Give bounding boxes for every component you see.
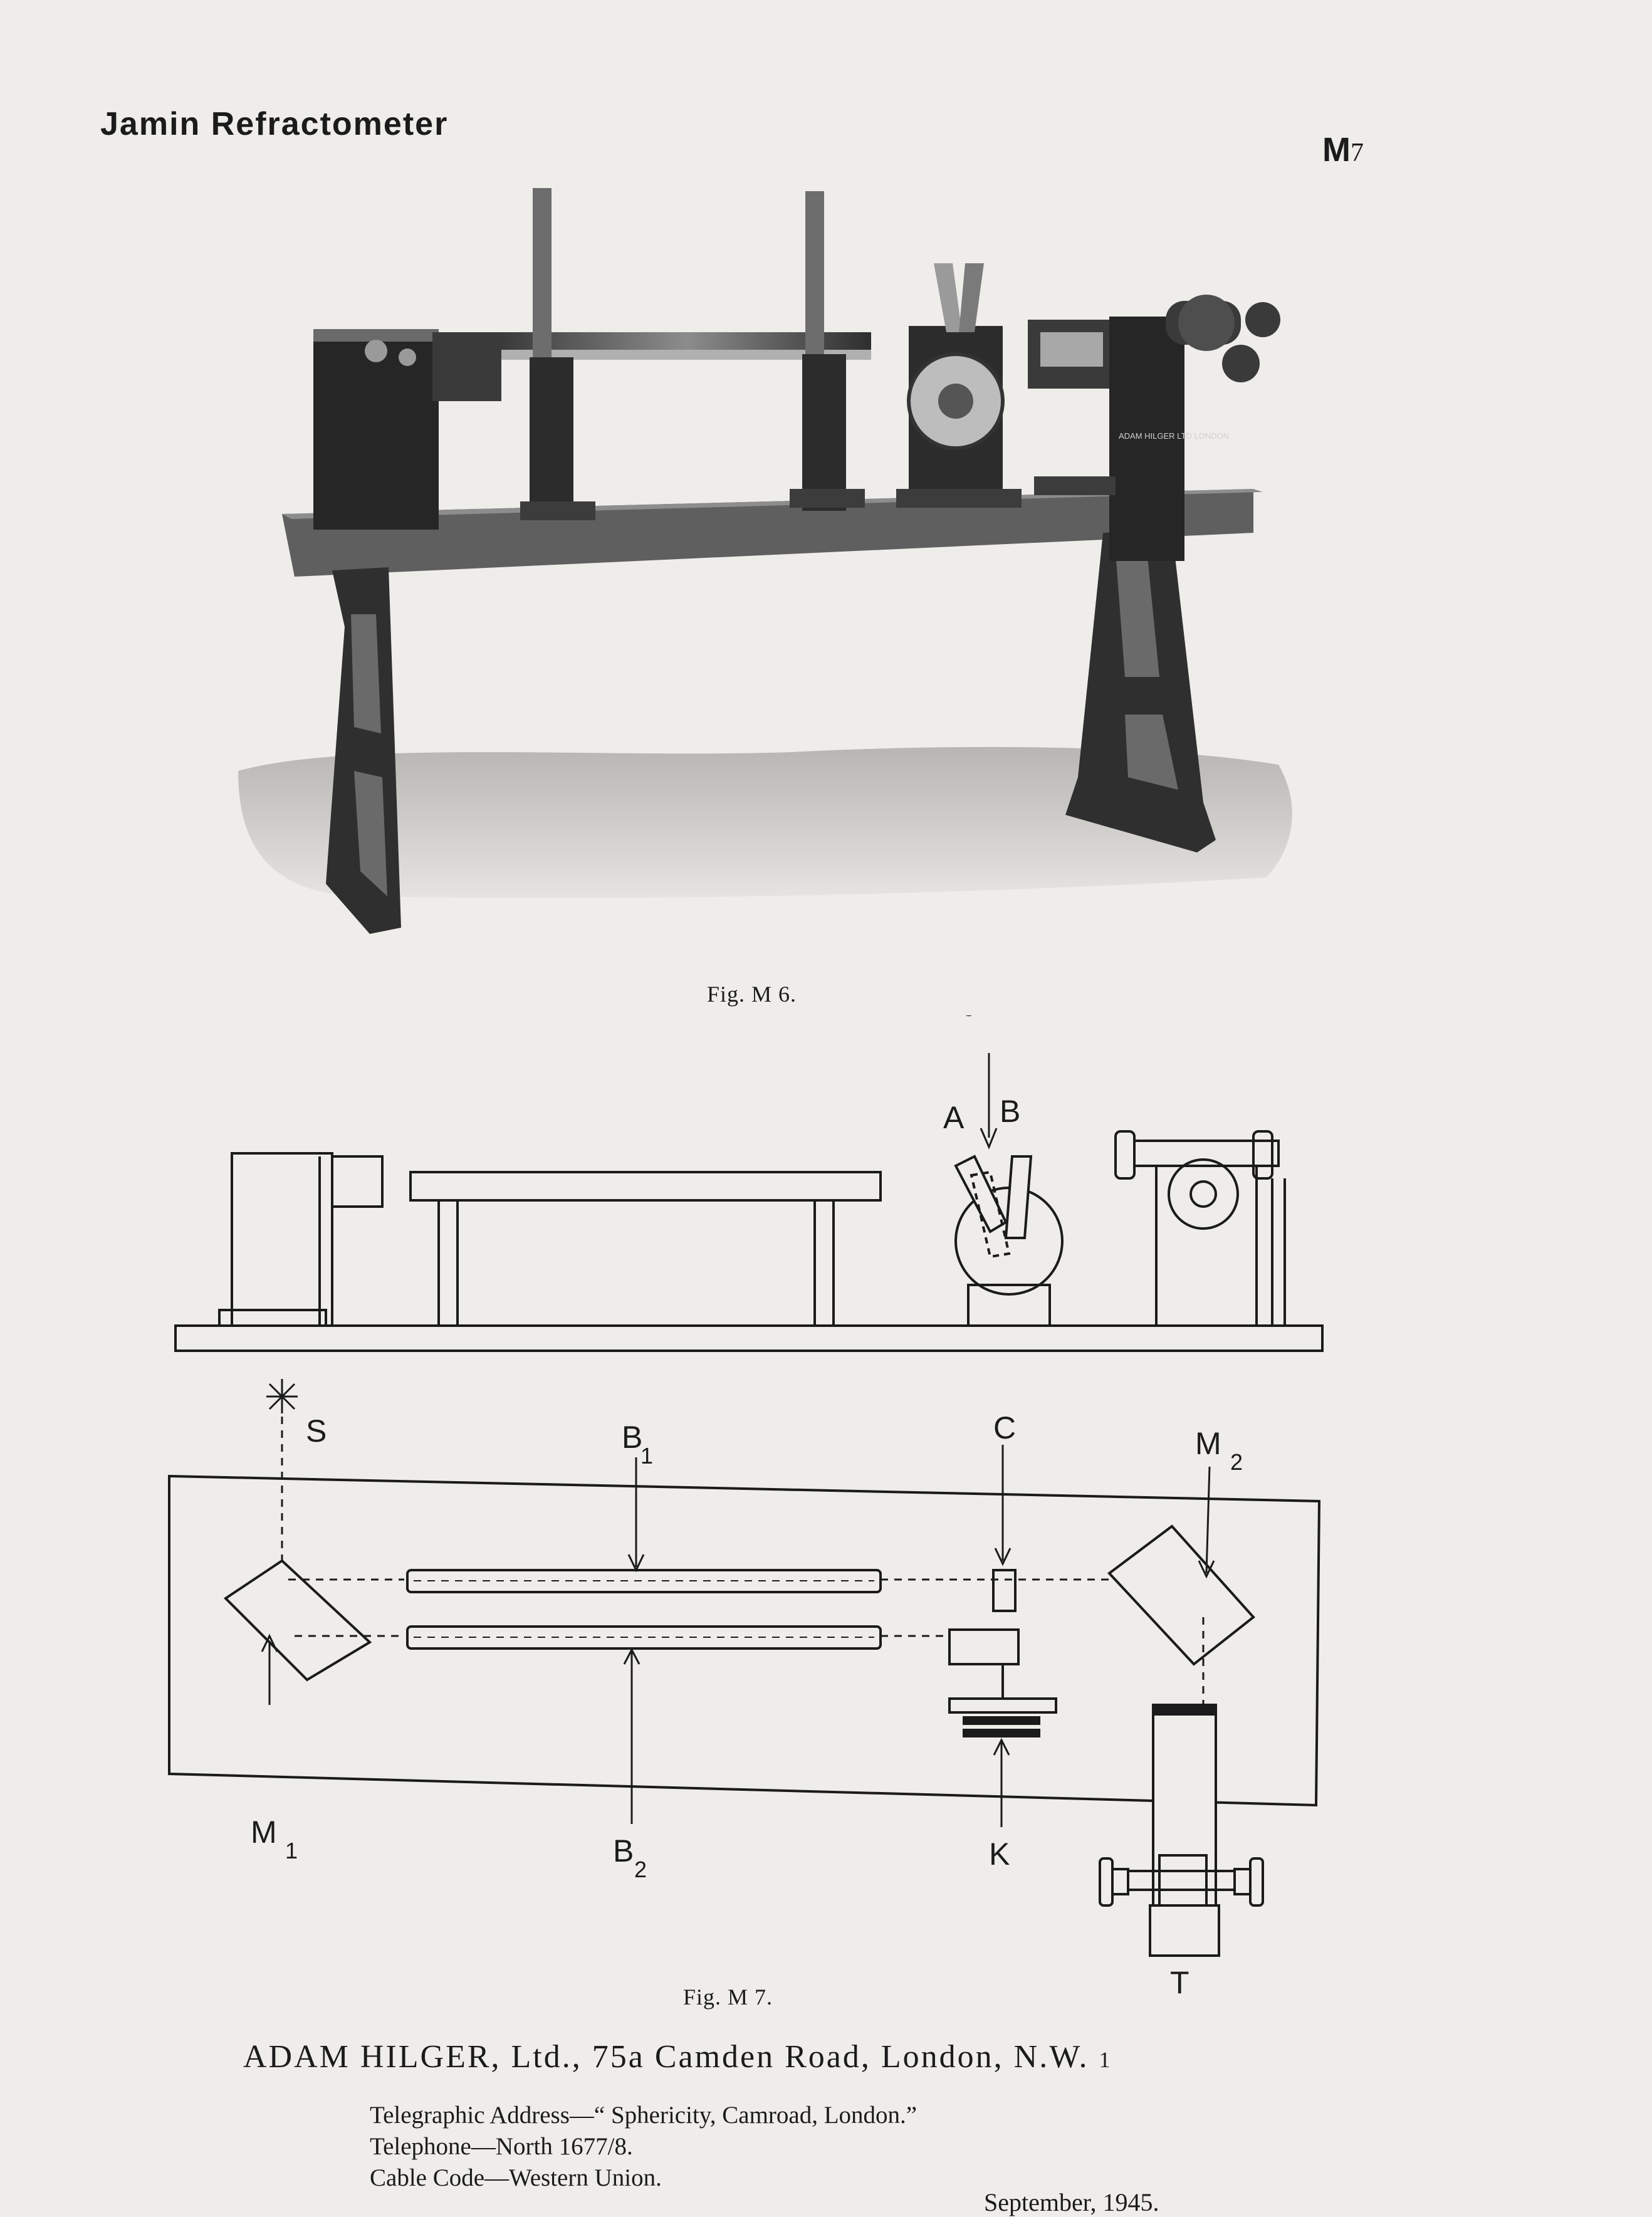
label-m2-sub: 2 [1230,1449,1243,1475]
label-theta: θ [960,1015,978,1023]
plan-view: S M 1 B 1 B 2 [168,1379,1321,2000]
page-title: Jamin Refractometer [100,106,449,142]
cable-code: Cable Code—Western Union. [370,2164,662,2191]
refractometer-schematic: θ A B S M 1 B 1 [168,1015,1324,2000]
postal-district: 1 [1099,2047,1112,2072]
label-b1: B [622,1420,642,1455]
nameplate-text: ADAM HILGER LTD LONDON [1119,431,1229,441]
label-s: S [306,1413,327,1449]
label-k: K [989,1837,1010,1872]
publisher-address: ADAM HILGER, Ltd., 75a Camden Road, Lond… [243,2039,1089,2075]
label-m1-sub: 1 [285,1838,298,1863]
label-t: T [1170,1965,1189,2000]
label-b2-sub: 2 [634,1857,647,1882]
page-number: M7 [1322,130,1364,169]
fig-m7-caption: Fig. M 7. [683,1984,773,2010]
label-b2: B [613,1833,634,1868]
label-a: A [943,1100,965,1135]
label-m2: M [1195,1426,1221,1461]
publication-date: September, 1945. [984,2188,1159,2216]
publisher-line: ADAM HILGER, Ltd., 75a Camden Road, Lond… [243,2038,1112,2075]
fig-m6-caption: Fig. M 6. [707,982,797,1007]
label-b1-sub: 1 [640,1443,653,1469]
elevation-view: θ A B [174,1015,1324,1352]
telephone-line: Telephone—North 1677/8. [370,2133,633,2160]
page-letter: M [1322,131,1351,169]
label-m1: M [251,1815,277,1850]
refractometer-illustration: ADAM HILGER LTD LONDON [238,188,1292,934]
page-number-digit: 7 [1350,139,1364,167]
telegraphic-address: Telegraphic Address—“ Sphericity, Camroa… [370,2102,917,2129]
label-c: C [993,1410,1016,1445]
label-b: B [1000,1094,1020,1129]
